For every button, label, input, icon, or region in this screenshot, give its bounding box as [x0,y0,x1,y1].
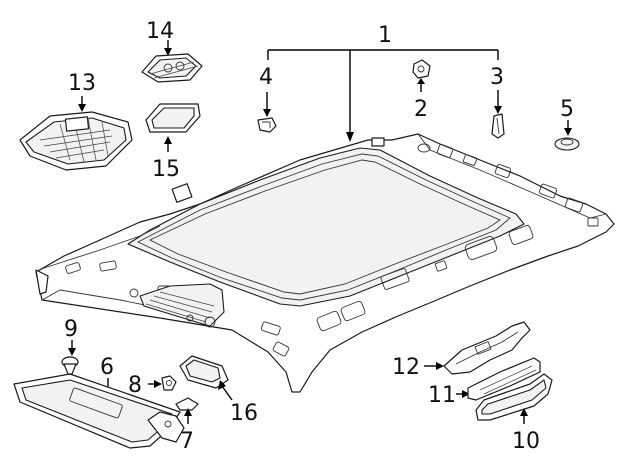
push-clip-part-9 [61,340,79,375]
callout-9: 9 [64,317,78,342]
callout-13: 13 [68,71,96,96]
callout-5: 5 [560,97,574,122]
callout-labels: 1 2 3 4 5 6 7 8 9 10 11 12 13 14 15 16 [64,19,574,454]
overhead-console-part-13 [19,96,133,171]
callout-14: 14 [146,19,174,44]
clip-part-5 [554,120,580,151]
callout-16: 16 [230,401,258,426]
visor-clip-part-7 [175,397,199,424]
callout-7: 7 [180,429,194,454]
leader-lines-1 [267,49,499,142]
clip-part-2 [412,59,431,92]
callout-10: 10 [512,429,540,454]
callout-15: 15 [152,157,180,182]
clip-part-4 [257,92,277,133]
callout-11: 11 [428,383,456,408]
lamp-part-16 [179,355,233,401]
bracket-part-12 [424,321,531,375]
sunvisor-part-6 [13,373,185,449]
callout-1: 1 [378,23,392,48]
headliner-panel [35,133,615,393]
screw-part-8 [148,375,177,391]
lamp-housing-part-14 [141,40,203,83]
clip-part-3 [491,90,505,139]
rail-part-11 [456,357,541,401]
callout-12: 12 [392,355,420,380]
callout-4: 4 [259,65,273,90]
callout-6: 6 [100,355,114,380]
callout-8: 8 [128,373,142,398]
callout-3: 3 [490,65,504,90]
lens-part-15 [145,103,201,152]
callout-2: 2 [414,97,428,122]
grab-handle-part-10 [475,373,553,424]
